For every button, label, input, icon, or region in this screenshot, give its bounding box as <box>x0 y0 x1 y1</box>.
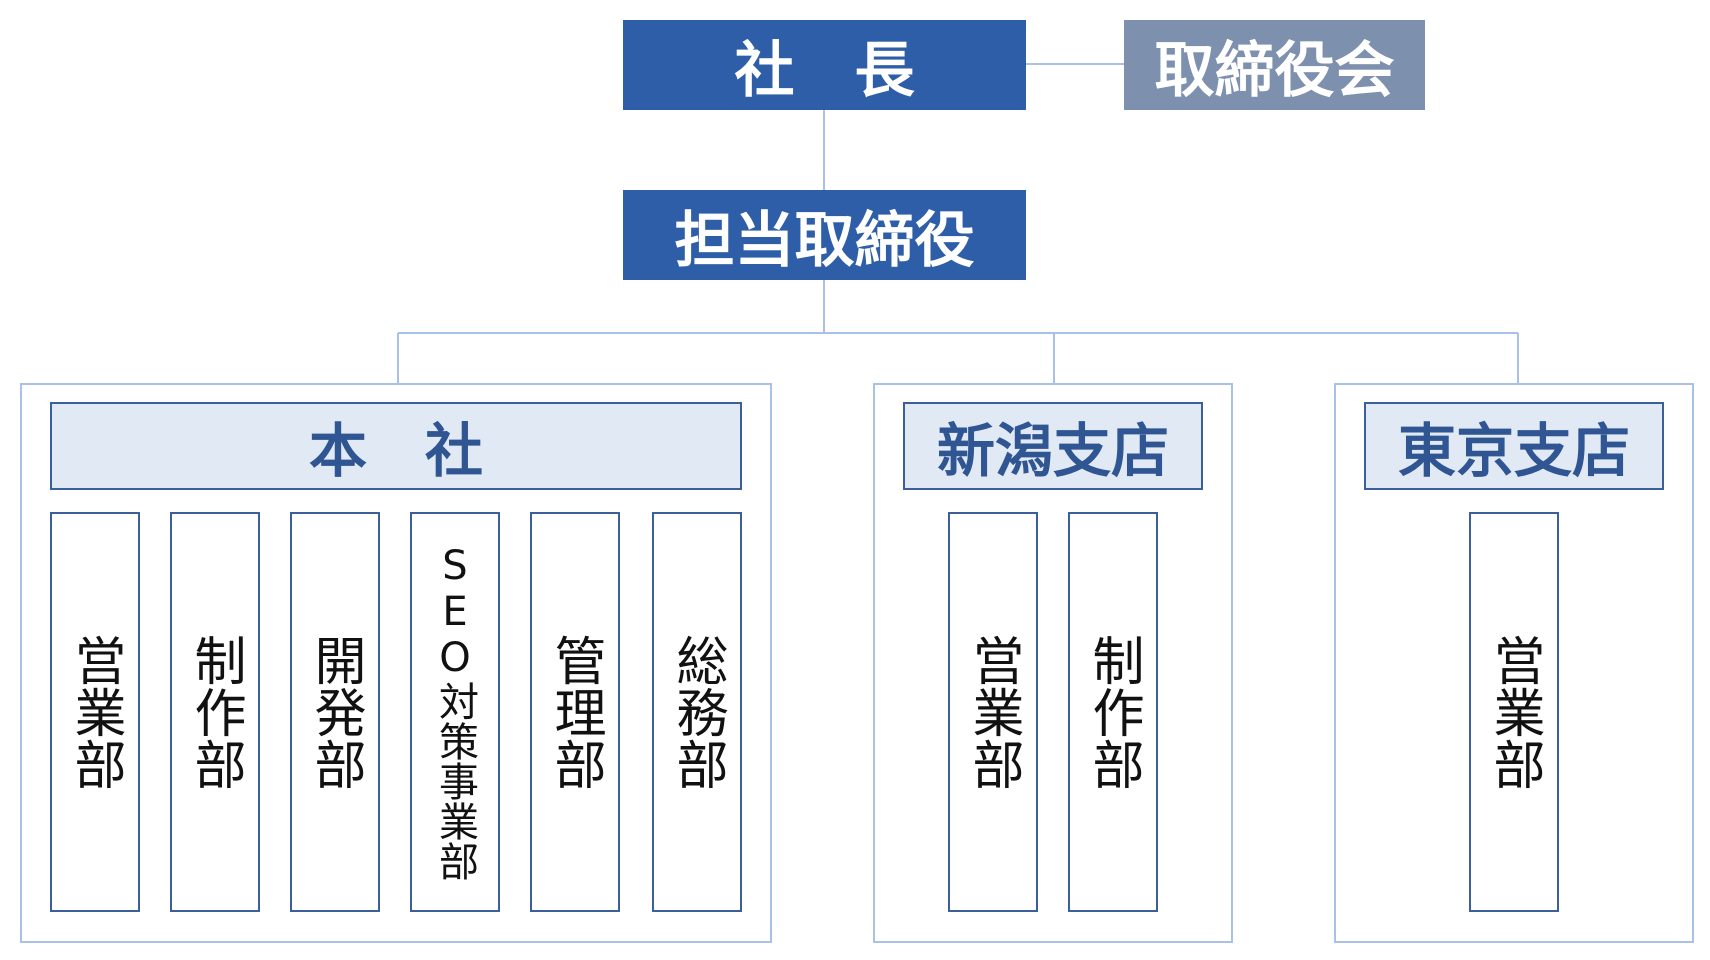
headquarters-header: 本 社 <box>50 402 742 490</box>
hq-dept-sales: 営業部 <box>50 512 140 912</box>
hq-dept-management: 管理部 <box>530 512 620 912</box>
niigata-dept-sales: 営業部 <box>948 512 1038 912</box>
department-label: SEO対策事業部 <box>432 543 478 881</box>
department-label: 総務部 <box>667 634 727 790</box>
department-label: 制作部 <box>1083 634 1143 790</box>
tokyo-dept-sales: 営業部 <box>1469 512 1559 912</box>
hq-dept-development: 開発部 <box>290 512 380 912</box>
niigata-dept-production: 制作部 <box>1068 512 1158 912</box>
headquarters-name: 本 社 <box>308 417 483 485</box>
director-box: 担当取締役 <box>623 190 1026 280</box>
department-label: 開発部 <box>305 634 365 790</box>
board-label: 取締役会 <box>1154 35 1395 106</box>
president-label: 社 長 <box>734 35 915 106</box>
tokyo-branch-header: 東京支店 <box>1364 402 1664 490</box>
hq-dept-seo: SEO対策事業部 <box>410 512 500 912</box>
board-of-directors-box: 取締役会 <box>1124 20 1425 110</box>
department-label: 営業部 <box>1484 634 1544 790</box>
department-label: 制作部 <box>185 634 245 790</box>
director-label: 担当取締役 <box>674 205 975 276</box>
department-label: 営業部 <box>963 634 1023 790</box>
department-label: 管理部 <box>545 634 605 790</box>
niigata-branch-header: 新潟支店 <box>903 402 1203 490</box>
hq-dept-general-affairs: 総務部 <box>652 512 742 912</box>
hq-dept-production: 制作部 <box>170 512 260 912</box>
niigata-branch-name: 新潟支店 <box>936 417 1169 485</box>
president-box: 社 長 <box>623 20 1026 110</box>
department-label: 営業部 <box>65 634 125 790</box>
tokyo-branch-name: 東京支店 <box>1397 417 1630 485</box>
